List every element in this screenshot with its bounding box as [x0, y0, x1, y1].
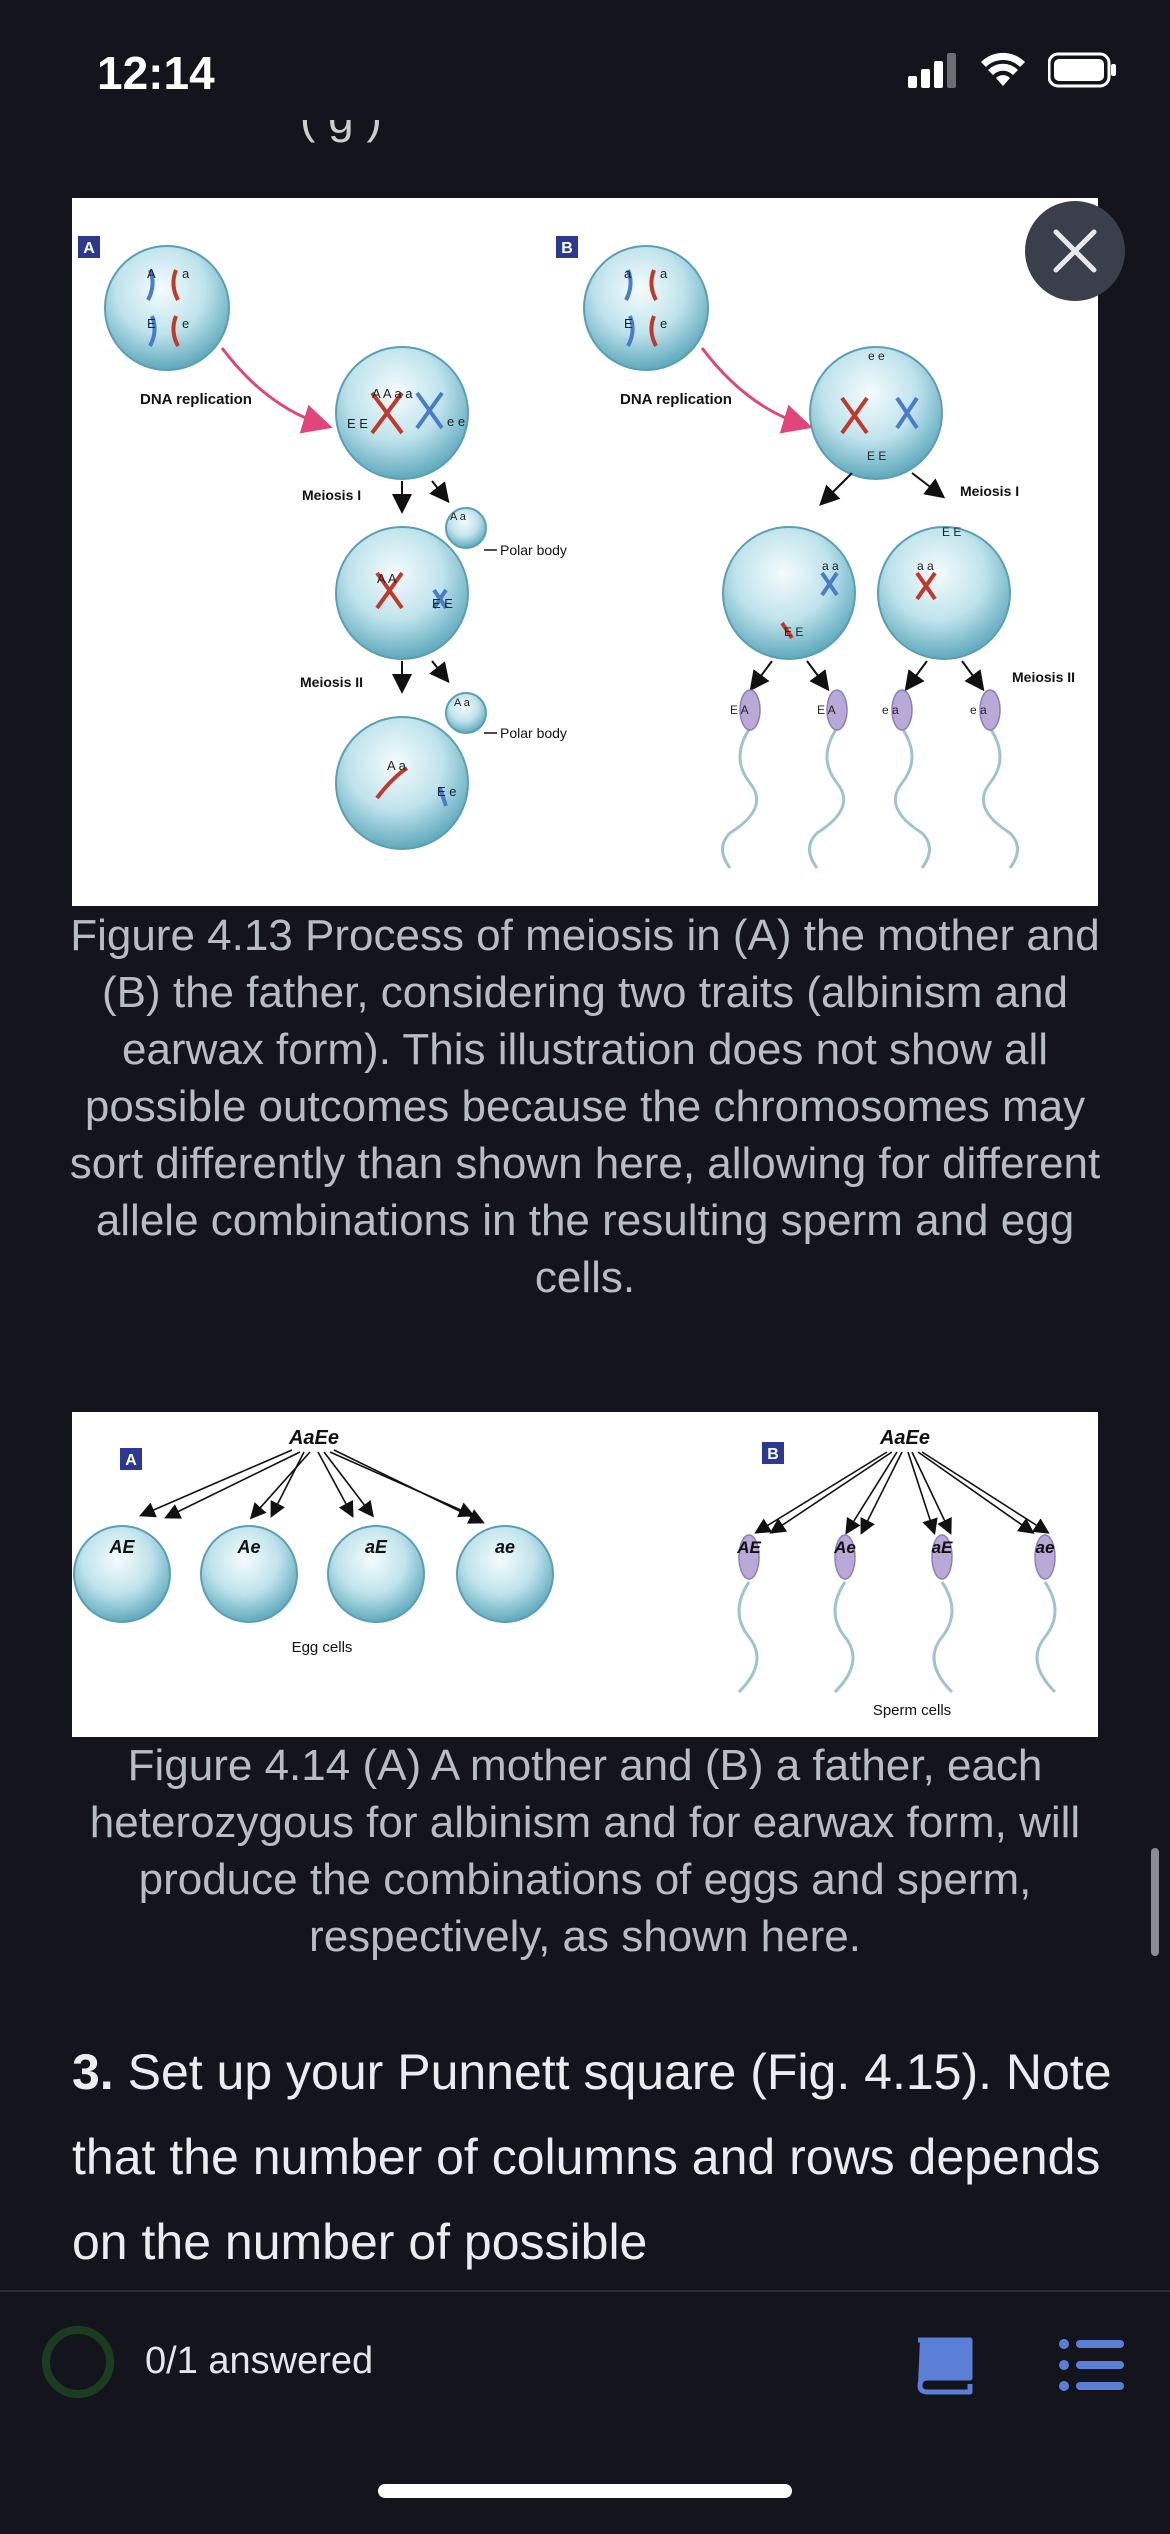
wifi-icon [981, 52, 1025, 86]
svg-text:a: a [624, 266, 632, 281]
svg-text:e e: e e [868, 349, 885, 363]
svg-text:A: A [83, 240, 95, 257]
svg-text:ae: ae [495, 1537, 515, 1557]
svg-text:Meiosis II: Meiosis II [300, 674, 363, 690]
svg-text:E A: E A [817, 703, 836, 717]
svg-text:E E: E E [784, 625, 803, 639]
close-button[interactable] [1025, 201, 1125, 301]
figure-4-14-image: A AaEe AE Ae aE ae Egg cells B AaEe [72, 1412, 1098, 1737]
svg-text:B: B [561, 240, 573, 257]
svg-text:E E: E E [347, 416, 368, 431]
svg-text:ae: ae [1036, 1538, 1055, 1557]
step-paragraph: 3. Set up your Punnett square (Fig. 4.15… [72, 2030, 1112, 2280]
panel-b-badge [556, 236, 578, 258]
notebook-icon [917, 2337, 973, 2395]
svg-text:Ae: Ae [236, 1537, 260, 1557]
signal-icon [908, 53, 956, 88]
svg-text:AE: AE [108, 1537, 135, 1557]
svg-text:e a: e a [970, 703, 987, 717]
status-time: 12:14 [97, 47, 215, 99]
svg-text:A A: A A [377, 571, 397, 586]
svg-text:A a: A a [450, 511, 467, 523]
svg-text:Ae: Ae [833, 1538, 856, 1557]
svg-text:Sperm cells: Sperm cells [873, 1702, 951, 1719]
svg-text:B: B [767, 1446, 779, 1463]
svg-text:E E: E E [942, 525, 961, 539]
svg-text:E A: E A [730, 703, 749, 717]
battery-icon [1048, 52, 1116, 88]
svg-text:e: e [660, 316, 667, 331]
svg-text:e: e [182, 316, 189, 331]
svg-text:E: E [147, 316, 156, 331]
svg-text:AaEe: AaEe [879, 1427, 930, 1449]
svg-text:a a: a a [917, 559, 934, 573]
svg-text:Polar body: Polar body [500, 542, 567, 558]
list-icon [1059, 2339, 1124, 2391]
svg-text:E: E [624, 316, 633, 331]
svg-text:E E: E E [432, 596, 453, 611]
svg-text:Egg cells: Egg cells [292, 1639, 353, 1656]
svg-text:a: a [660, 266, 668, 281]
svg-text:Meiosis I: Meiosis I [302, 487, 361, 503]
progress-ring-icon [42, 2326, 114, 2398]
svg-text:AaEe: AaEe [288, 1427, 339, 1449]
figure-4-14-caption: Figure 4.14 (A) A mother and (B) a fathe… [89, 1741, 1081, 1961]
notebook-button[interactable] [910, 2334, 976, 2396]
svg-text:A: A [147, 266, 156, 281]
step-number: 3. [72, 2044, 114, 2100]
table-of-contents-button[interactable] [1058, 2336, 1126, 2394]
clipped-text-remnant: ( g ) [300, 120, 600, 150]
answered-count: 0/1 answered [145, 2340, 374, 2382]
status-bar: 12:14 [0, 0, 1170, 150]
svg-text:A A a a: A A a a [372, 386, 413, 401]
svg-text:Polar body: Polar body [500, 725, 567, 741]
svg-text:DNA replication: DNA replication [620, 391, 732, 408]
svg-text:A a: A a [387, 758, 407, 773]
svg-text:e a: e a [882, 703, 899, 717]
svg-text:Meiosis II: Meiosis II [1012, 669, 1075, 685]
svg-text:AE: AE [736, 1538, 761, 1557]
svg-text:E e: E e [437, 784, 457, 799]
svg-text:A a: A a [454, 697, 471, 709]
svg-text:a: a [182, 266, 190, 281]
svg-text:e e: e e [447, 414, 465, 429]
panel-a-badge [78, 236, 100, 258]
svg-text:E E: E E [867, 449, 886, 463]
svg-text:Meiosis I: Meiosis I [960, 483, 1019, 499]
svg-text:DNA replication: DNA replication [140, 391, 252, 408]
svg-text:aE: aE [365, 1537, 388, 1557]
close-icon [1053, 229, 1097, 273]
figure-4-13-caption: Figure 4.13 Process of meiosis in (A) th… [69, 911, 1101, 1302]
svg-text:A: A [125, 1452, 137, 1469]
svg-text:a a: a a [822, 559, 839, 573]
gamete-combinations-diagram: A AaEe AE Ae aE ae Egg cells B AaEe [73, 1427, 1057, 1719]
step-text: Set up your Punnett square (Fig. 4.15). … [72, 2044, 1112, 2270]
svg-text:aE: aE [932, 1538, 953, 1557]
home-indicator[interactable] [378, 2484, 792, 2498]
scrollbar[interactable] [1151, 1848, 1159, 1956]
